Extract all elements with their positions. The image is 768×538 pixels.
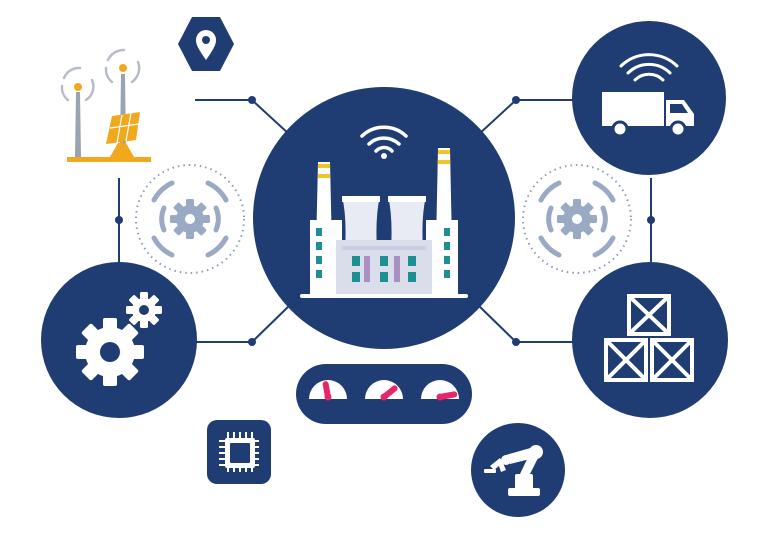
automation-node: [471, 423, 565, 517]
connector-bottom-right: [477, 304, 575, 343]
gauge-hub: [324, 393, 332, 401]
gauges-icon: [309, 380, 459, 401]
connector-top-right: [477, 99, 575, 136]
map-pin-icon: [196, 30, 216, 60]
processor-badge: [207, 420, 271, 484]
process-gear-right: [522, 164, 632, 274]
power-plant-icon: [300, 148, 468, 298]
microchip-icon: [219, 432, 259, 472]
gauge-hub: [380, 393, 388, 401]
connector-bottom-left: [195, 304, 291, 343]
stacked-crates-icon: [604, 294, 694, 382]
wind-turbine-and-solar-panel-icon: [60, 48, 151, 162]
connector-top-left: [195, 99, 291, 136]
wireless-signal-icon: [619, 53, 679, 82]
gauge-3: [421, 380, 459, 401]
transport-node: [572, 21, 726, 175]
monitoring-gauges: [296, 364, 472, 424]
gears-icon: [76, 292, 162, 386]
solar-panel: [106, 112, 140, 157]
delivery-truck-icon: [602, 92, 694, 138]
power-plant-hub: [253, 87, 515, 349]
process-gear-left: [135, 164, 245, 274]
gauge-1: [309, 380, 347, 401]
gauge-2: [365, 380, 403, 401]
large-gear: [76, 318, 144, 386]
wifi-icon: [360, 125, 408, 159]
robotic-arm-icon: [484, 445, 543, 496]
location-badge: [178, 17, 234, 71]
gauge-dial: [365, 380, 403, 399]
gear-icon: [170, 199, 210, 239]
small-gear: [126, 292, 162, 328]
settings-node: [41, 262, 197, 418]
gauge-hub: [436, 393, 444, 401]
gear-icon: [557, 199, 597, 239]
connector-dots: [115, 96, 655, 346]
inventory-node: [572, 262, 728, 418]
